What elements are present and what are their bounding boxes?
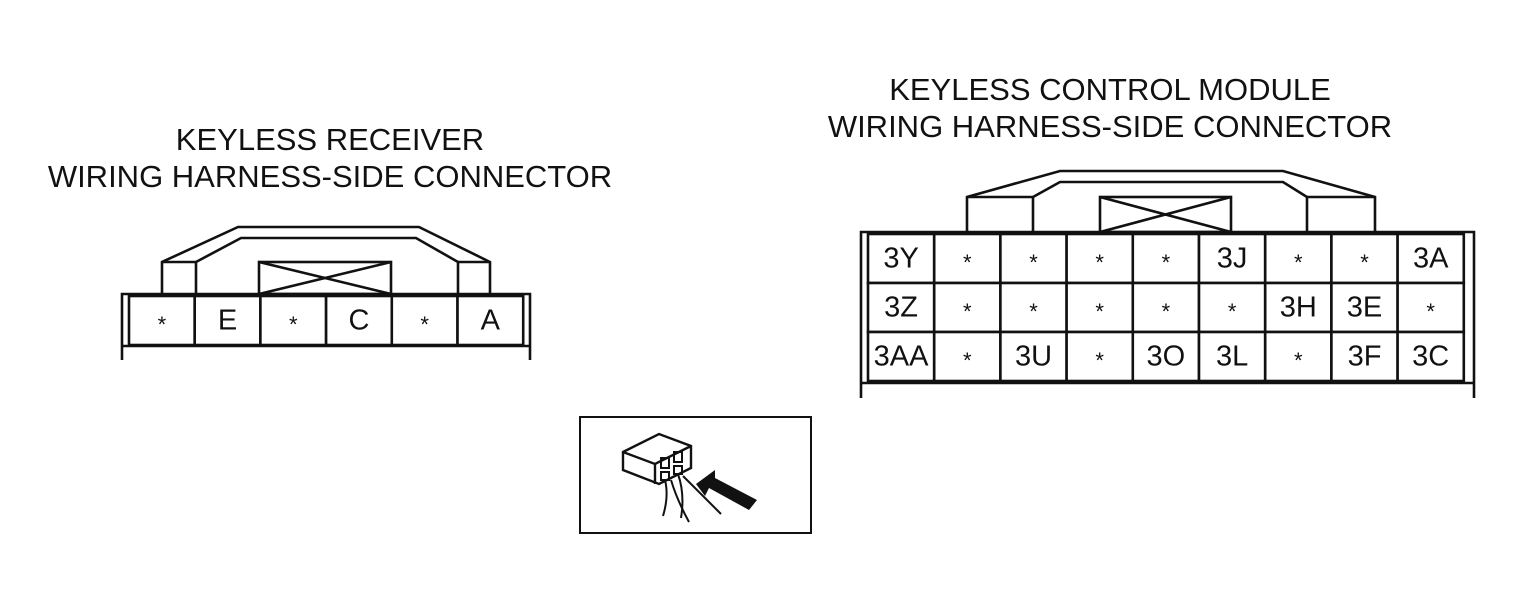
receiver-connector-latch: [160, 225, 492, 296]
pin-label: 3E: [1347, 292, 1382, 324]
receiver-pin-4: *: [390, 294, 459, 347]
pin-cavity: [866, 281, 936, 334]
pin-label: *: [1095, 348, 1104, 373]
receiver-pin-5: A: [456, 294, 525, 347]
pin-label: C: [348, 305, 369, 337]
pin-label: *: [963, 348, 972, 373]
pin-cavity: [866, 232, 936, 285]
pin-cavity: [1263, 330, 1333, 383]
pin-label: A: [481, 305, 501, 337]
pin-label: E: [218, 305, 237, 337]
module-pin-r2-c8: 3C: [1396, 330, 1466, 383]
pin-label: *: [1095, 250, 1104, 275]
module-pin-r1-c2: *: [999, 281, 1068, 334]
pin-label: *: [1095, 299, 1104, 324]
module-pin-r2-c0: 3AA: [866, 330, 936, 383]
pin-label: 3AA: [874, 341, 929, 373]
module-pin-r0-c1: *: [932, 232, 1002, 285]
module-pin-r2-c5: 3L: [1197, 330, 1267, 383]
receiver-pin-1: E: [193, 294, 262, 347]
pin-label: 3H: [1280, 292, 1317, 324]
module-pin-r1-c0: 3Z: [866, 281, 936, 334]
pin-label: *: [1029, 299, 1038, 324]
pin-cavity: [932, 330, 1002, 383]
receiver-connector-housing: [120, 292, 532, 360]
receiver-pin-2: *: [259, 294, 328, 347]
pin-cavity: [1263, 232, 1333, 285]
module-pin-r0-c5: 3J: [1197, 232, 1267, 285]
pin-cavity: [1263, 281, 1333, 334]
pin-label: *: [1294, 250, 1303, 275]
pin-cavity: [127, 294, 196, 347]
module-connector-title: KEYLESS CONTROL MODULE WIRING HARNESS-SI…: [805, 71, 1415, 145]
pin-label: *: [289, 312, 298, 337]
pin-label: *: [1228, 299, 1237, 324]
module-pin-r2-c2: 3U: [999, 330, 1068, 383]
module-title-line2: WIRING HARNESS-SIDE CONNECTOR: [827, 109, 1393, 144]
module-pin-r0-c7: *: [1330, 232, 1399, 285]
pin-label: 3J: [1217, 243, 1248, 275]
pin-label: *: [420, 312, 429, 337]
pin-label: *: [1360, 250, 1369, 275]
pin-cavity: [1396, 330, 1466, 383]
pin-cavity: [456, 294, 525, 347]
module-pin-r1-c8: *: [1396, 281, 1466, 334]
receiver-pin-3: C: [324, 294, 394, 347]
pin-cavity: [866, 330, 936, 383]
pin-cavity: [1131, 330, 1201, 383]
pin-label: *: [1426, 299, 1435, 324]
module-connector-latch: [965, 169, 1377, 234]
module-pin-grid: 3Y * * * * 3J * * 3A 3Z * * * * * 3H 3E * 3AA * 3U * 3O 3L * 3F 3C: [866, 232, 1466, 383]
module-connector-housing: [859, 230, 1476, 398]
pin-cavity: [999, 281, 1068, 334]
module-pin-r0-c2: *: [999, 232, 1068, 285]
module-pin-r0-c8: 3A: [1396, 232, 1466, 285]
pin-cavity: [1396, 232, 1466, 285]
pin-label: *: [1029, 250, 1038, 275]
pin-cavity: [259, 294, 328, 347]
pin-label: 3O: [1147, 341, 1186, 373]
module-pin-r2-c6: *: [1263, 330, 1333, 383]
pin-cavity: [1065, 281, 1135, 334]
module-pin-r0-c0: 3Y: [866, 232, 936, 285]
receiver-title-line2: WIRING HARNESS-SIDE CONNECTOR: [47, 159, 613, 194]
pin-cavity: [932, 232, 1002, 285]
module-pin-r2-c3: *: [1065, 330, 1135, 383]
pin-label: *: [158, 312, 167, 337]
connector-probe-icon: [621, 432, 757, 523]
receiver-title-line1: KEYLESS RECEIVER: [175, 122, 485, 157]
module-pin-r0-c4: *: [1131, 232, 1201, 285]
pin-label: *: [963, 250, 972, 275]
pin-label: *: [1162, 299, 1171, 324]
receiver-connector-title: KEYLESS RECEIVER WIRING HARNESS-SIDE CON…: [0, 121, 660, 195]
module-pin-r1-c6: 3H: [1263, 281, 1333, 334]
pin-label: *: [963, 299, 972, 324]
module-pin-r1-c7: 3E: [1330, 281, 1399, 334]
pin-cavity: [390, 294, 459, 347]
module-pin-r1-c1: *: [932, 281, 1002, 334]
module-pin-r2-c4: 3O: [1131, 330, 1201, 383]
module-pin-r1-c3: *: [1065, 281, 1135, 334]
module-pin-r0-c3: *: [1065, 232, 1135, 285]
pin-label: 3L: [1216, 341, 1248, 373]
receiver-pin-grid: * E * C * A: [127, 294, 525, 347]
module-pin-r1-c4: *: [1131, 281, 1201, 334]
module-title-line1: KEYLESS CONTROL MODULE: [889, 72, 1331, 107]
pin-label: *: [1162, 250, 1171, 275]
pin-label: 3F: [1348, 341, 1382, 373]
pin-label: 3C: [1412, 341, 1449, 373]
module-pin-r0-c6: *: [1263, 232, 1333, 285]
module-pin-r1-c5: *: [1197, 281, 1267, 334]
pin-label: *: [1294, 348, 1303, 373]
receiver-pin-0: *: [127, 294, 196, 347]
pin-label: 3A: [1413, 243, 1449, 275]
pin-label: 3Y: [883, 243, 918, 275]
pin-label: 3Z: [884, 292, 918, 324]
module-pin-r2-c1: *: [932, 330, 1002, 383]
probe-inset: [579, 416, 812, 534]
module-pin-r2-c7: 3F: [1330, 330, 1399, 383]
pin-label: 3U: [1015, 341, 1052, 373]
